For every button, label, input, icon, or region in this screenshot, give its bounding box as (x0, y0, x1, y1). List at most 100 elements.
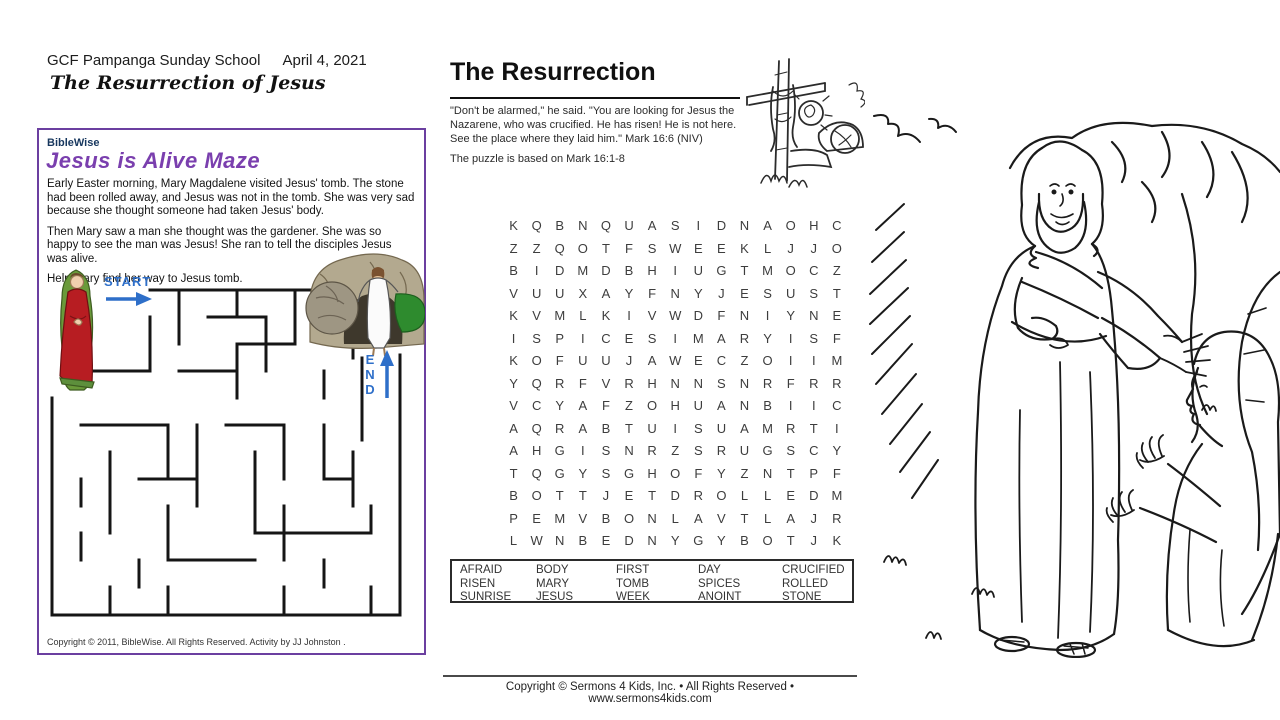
word-search-letter: E (740, 285, 749, 301)
word-search-letter: D (716, 218, 727, 233)
word-search-letter: V (717, 510, 726, 526)
word-search-letter: N (739, 308, 750, 323)
word-search-letter: Y (693, 285, 703, 301)
intro-paragraph: Help Mary find her way to Jesus tomb. (47, 273, 243, 285)
end-arrow-icon (380, 350, 394, 398)
word-search-letter: N (762, 465, 773, 481)
word-search-letter: A (647, 353, 657, 368)
mary-figure (59, 269, 95, 391)
intro-paragraph: Early Easter morning, Mary Magdalene vis… (47, 178, 415, 217)
word-search-letter: Y (624, 285, 634, 301)
footer-rule (443, 675, 857, 677)
word-search-letter: Y (717, 533, 726, 548)
word-list-word: TOMB (616, 577, 650, 590)
word-search-letter: Y (578, 465, 588, 481)
word-search-letter: V (578, 510, 588, 526)
word-search-letter: O (623, 510, 635, 526)
word-search-letter: L (671, 510, 679, 526)
word-search-letter: J (625, 353, 633, 368)
word-search-letter: U (578, 353, 588, 368)
word-list-word: RISEN (460, 577, 496, 590)
word-search-letter: R (832, 375, 842, 391)
word-search-letter: K (740, 240, 749, 256)
word-search-letter: T (578, 488, 587, 503)
word-search-letter: V (509, 285, 518, 301)
word-search-letter: U (601, 353, 611, 368)
word-list-word: MARY (536, 577, 570, 590)
verse-text: "Don't be alarmed," he said. "You are lo… (450, 105, 737, 145)
word-search-letter: N (624, 443, 634, 458)
word-search-letter: P (555, 330, 565, 346)
word-search-letter: N (739, 375, 750, 391)
word-search-letter: F (601, 398, 610, 413)
word-list-word: SUNRISE (460, 591, 512, 603)
word-search-letter: Z (671, 443, 680, 458)
word-search-letter: C (832, 398, 842, 413)
word-search-letter: J (810, 510, 818, 526)
mary-kneeling-figure (1105, 330, 1280, 648)
word-search-letter: I (673, 330, 678, 346)
word-search-letter: U (647, 420, 657, 436)
word-search-letter: B (624, 263, 634, 278)
word-search-letter: I (788, 353, 793, 368)
word-search-letter: I (811, 398, 816, 413)
word-search-letter: A (601, 285, 611, 301)
word-search-letter: B (555, 218, 565, 233)
school-name: GCF Pampanga Sunday School (47, 52, 261, 69)
word-search-letter: O (647, 398, 658, 413)
word-search-letter: E (624, 330, 634, 346)
word-search-letter: B (578, 533, 588, 548)
word-search-letter: S (647, 240, 657, 256)
word-search-letter: R (716, 443, 727, 458)
intro-paragraph: Then Mary saw a man she thought was the … (47, 225, 392, 265)
word-search-letter: F (717, 308, 726, 323)
word-search-letter: I (811, 353, 816, 368)
word-search-letter: Y (555, 398, 565, 413)
word-search-letter: Z (832, 263, 841, 278)
word-search-letter: F (578, 375, 587, 391)
word-search-letter: Y (717, 465, 726, 481)
word-search-letter: O (716, 488, 727, 503)
word-search-letter: T (786, 465, 795, 481)
word-search-letter: O (762, 533, 773, 548)
word-search-letter: D (555, 263, 565, 278)
word-search-letter: W (530, 533, 543, 548)
word-search-letter: D (670, 488, 680, 503)
word-search-letter: I (673, 263, 678, 278)
word-search-letter: A (693, 510, 703, 526)
word-search-letter: L (579, 308, 587, 323)
word-search-letter: T (625, 420, 633, 436)
word-search-letter: U (693, 398, 703, 413)
word-search-letter: V (601, 375, 611, 391)
word-search-letter: H (670, 398, 680, 413)
word-search-letter: U (555, 285, 565, 301)
word-list-word: BODY (536, 564, 569, 576)
word-search-letter: R (555, 420, 565, 436)
word-search-letter: W (669, 353, 682, 368)
word-search-letter: X (578, 285, 588, 301)
word-search-letter: Y (832, 443, 842, 458)
word-search-letter: R (785, 420, 796, 436)
word-search-letter: R (624, 375, 634, 391)
word-search-letter: E (693, 240, 703, 256)
word-search-letter: W (669, 240, 682, 256)
word-search-letter: U (624, 218, 634, 233)
word-list-word: FIRST (616, 564, 650, 576)
word-search-letter: K (832, 533, 842, 548)
word-search-letter: Y (763, 330, 772, 346)
word-search-letter: G (554, 465, 565, 481)
word-search-letter: Z (740, 353, 749, 368)
word-search-letter: A (717, 398, 726, 413)
word-search-letter: C (832, 218, 842, 233)
word-search-letter: L (509, 533, 518, 548)
